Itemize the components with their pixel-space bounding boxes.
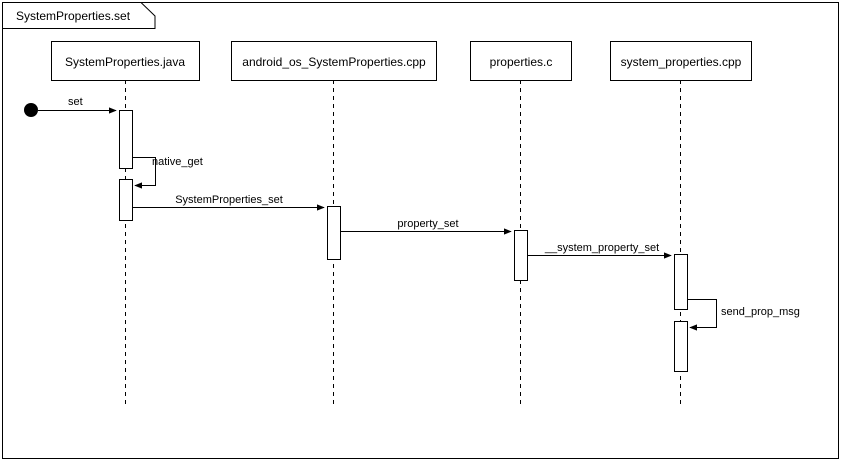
lifeline-header-box-java[interactable] (51, 41, 200, 81)
lifeline-label-java: SystemProperties.java (65, 55, 185, 69)
message-systemproperties-set[interactable]: SystemProperties_set (132, 194, 325, 211)
start-point-dot (24, 103, 38, 117)
activation-bar-jni-1[interactable] (327, 206, 341, 260)
lifeline-header-box-jni[interactable] (231, 41, 437, 81)
activation-bar-sysprop-1[interactable] (674, 254, 688, 310)
activation-bar-propc-1[interactable] (514, 230, 528, 281)
frame-label-tab (2, 2, 156, 29)
activation-bar-sysprop-2[interactable] (674, 321, 688, 372)
message-system-property-set[interactable]: __system_property_set (527, 242, 672, 259)
message-native-get[interactable]: native_get (132, 156, 203, 189)
message-property-set[interactable]: property_set (340, 218, 512, 235)
lifeline-label-propc: properties.c (490, 55, 553, 69)
activation-bar-java-2[interactable] (119, 179, 133, 221)
lifeline-java[interactable]: SystemProperties.java (51, 41, 200, 409)
message-arrow-send-prop-msg (687, 299, 717, 331)
message-send-prop-msg[interactable]: send_prop_msg (687, 299, 800, 331)
message-label-set: set (68, 96, 83, 108)
activation-bar-java-1[interactable] (119, 110, 133, 169)
message-label-systemproperties-set: SystemProperties_set (175, 194, 283, 206)
lifeline-header-box-sysprop[interactable] (610, 41, 752, 81)
lifeline-propc[interactable]: properties.c (470, 41, 572, 409)
message-label-property-set: property_set (397, 218, 458, 230)
message-set[interactable]: set (38, 96, 117, 114)
lifeline-sysprop[interactable]: system_properties.cpp (610, 41, 752, 409)
lifeline-jni[interactable]: android_os_SystemProperties.cpp (231, 41, 437, 409)
lifeline-label-sysprop: system_properties.cpp (621, 55, 742, 69)
lifeline-header-box-propc[interactable] (470, 41, 572, 81)
message-label-system-property-set: __system_property_set (544, 242, 659, 254)
message-label-send-prop-msg: send_prop_msg (721, 306, 800, 318)
message-label-native-get: native_get (152, 156, 203, 168)
message-arrow-native-get (132, 157, 156, 189)
frame-label-text: SystemProperties.set (16, 9, 131, 23)
lifeline-label-jni: android_os_SystemProperties.cpp (242, 55, 426, 69)
